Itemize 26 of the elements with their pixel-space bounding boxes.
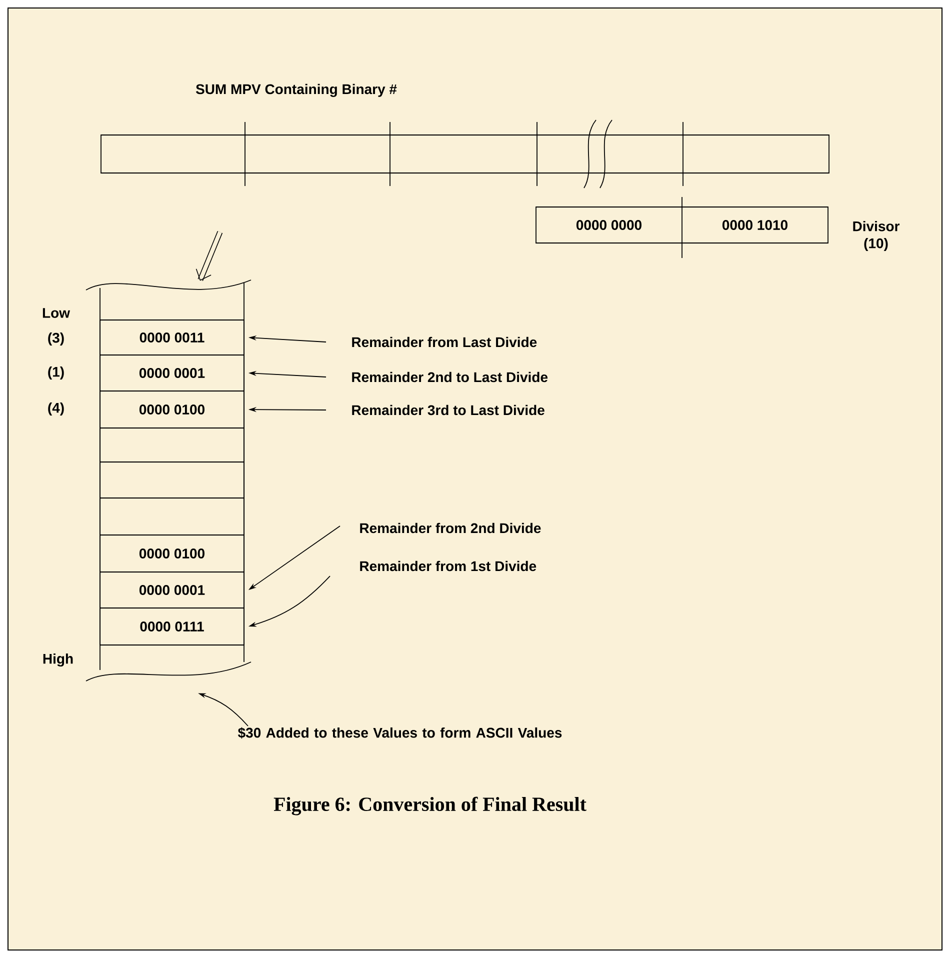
- empty-cell: [100, 428, 244, 462]
- memory-cell: 0000 0100: [100, 390, 244, 428]
- figure-caption: Figure 6: Conversion of Final Result: [274, 796, 586, 816]
- empty-cell: [100, 462, 244, 498]
- ascii-note: $30 Added to these Values to form ASCII Values: [238, 727, 562, 739]
- memory-cell: 0000 0100: [100, 534, 244, 572]
- remainder-note: Remainder from 2nd Divide: [360, 522, 541, 534]
- memory-cell: 0000 0011: [100, 320, 244, 356]
- remainder-note: Remainder 2nd to Last Divide: [352, 372, 548, 382]
- remainder-note: Remainder from 1st Divide: [360, 560, 536, 572]
- side-label: (3): [48, 332, 64, 346]
- empty-cell: [100, 498, 244, 536]
- arrow: [196, 230, 223, 281]
- side-label: High: [43, 653, 73, 667]
- side-label: (1): [48, 366, 64, 380]
- side-label: (4): [48, 402, 64, 416]
- divisor-register: 0000 0000 0000 1010: [536, 196, 828, 258]
- remainder-note: Remainder 3rd to Last Divide: [352, 404, 544, 416]
- memory-cell: 0000 0001: [100, 572, 244, 608]
- remainder-note: Remainder from Last Divide: [352, 336, 537, 348]
- memory-cell: 0000 0111: [100, 608, 244, 646]
- memory-cell: 0000 0001: [100, 354, 244, 392]
- divisor-label: Divisor (10): [853, 220, 900, 252]
- side-label: Low: [42, 308, 70, 318]
- memory-stack: [86, 280, 252, 682]
- register-heading: SUM MPV Containing Binary #: [196, 84, 397, 97]
